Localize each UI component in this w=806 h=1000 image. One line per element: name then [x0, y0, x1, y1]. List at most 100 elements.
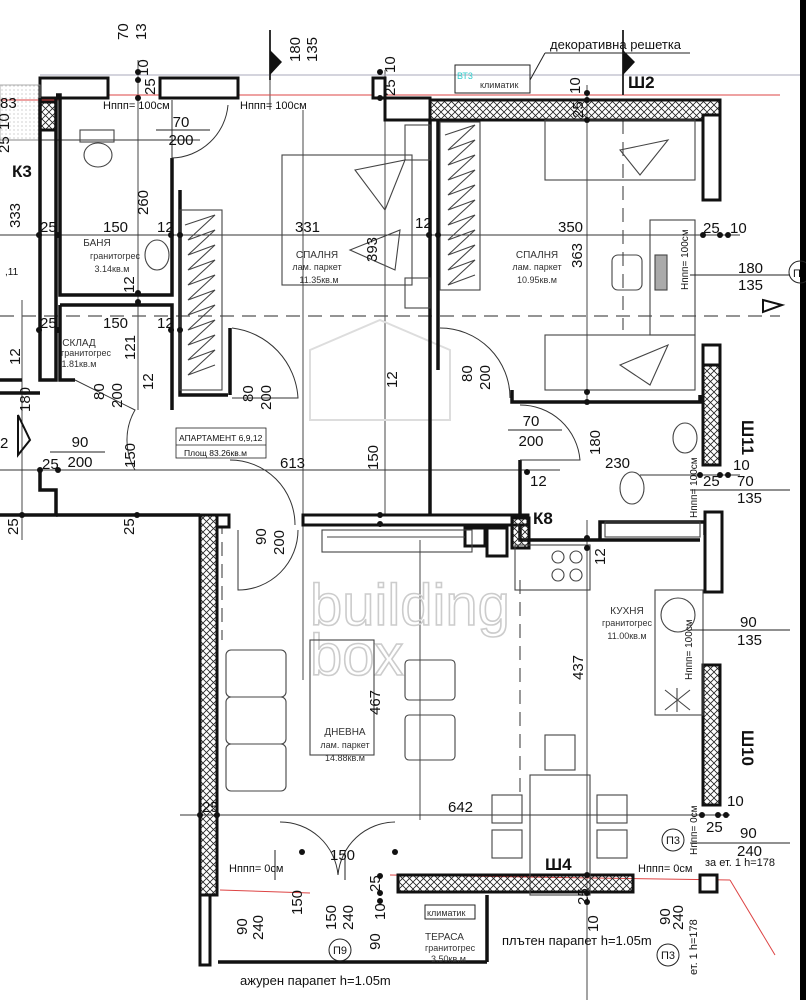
svg-text:25: 25	[42, 456, 59, 473]
svg-text:90: 90	[740, 614, 757, 631]
svg-text:90: 90	[72, 434, 89, 451]
svg-text:лам. паркет: лам. паркет	[512, 262, 561, 272]
svg-text:150: 150	[323, 905, 340, 930]
room-bathroom: БАНЯ гранитогрес 3.14кв.м	[83, 238, 140, 274]
apartment-title: АПАРТАМЕНТ 6,9,12	[179, 433, 263, 443]
svg-text:260: 260	[135, 190, 152, 215]
svg-text:180: 180	[587, 430, 604, 455]
svg-text:200: 200	[518, 433, 543, 450]
page-edge	[800, 0, 806, 1000]
svg-text:3.50кв.м: 3.50кв.м	[431, 954, 466, 964]
svg-text:25: 25	[5, 518, 22, 535]
svg-text:10.95кв.м: 10.95кв.м	[517, 275, 557, 285]
svg-text:393: 393	[364, 237, 381, 262]
svg-text:10: 10	[733, 457, 750, 474]
svg-text:1.81кв.м: 1.81кв.м	[62, 359, 97, 369]
svg-text:13: 13	[133, 23, 150, 40]
svg-text:14.88кв.м: 14.88кв.м	[325, 753, 365, 763]
svg-text:333: 333	[7, 203, 24, 228]
window-tag-p3b: П3	[661, 950, 675, 962]
room-storage: СКЛАД гранитогрес 1.81кв.м	[61, 338, 112, 369]
window-tags: П9 П3 П3 П	[328, 260, 806, 967]
room-kitchen: КУХНЯ гранитогрес 11.00кв.м	[602, 606, 653, 641]
svg-text:70: 70	[115, 23, 132, 40]
svg-text:Нппп= 0см: Нппп= 0см	[638, 863, 692, 875]
sill-height-labels: Нппп= 100см Нппп= 100см Нппп= 100см Нппп…	[103, 100, 700, 875]
watermark-building: building	[310, 573, 510, 638]
room-living: ДНЕВНА лам. паркет 14.88кв.м	[320, 727, 369, 763]
svg-text:Нппп= 0см: Нппп= 0см	[229, 863, 283, 875]
svg-text:467: 467	[367, 690, 384, 715]
svg-text:10: 10	[567, 77, 584, 94]
svg-text:80: 80	[240, 385, 257, 402]
svg-text:гранитогрес: гранитогрес	[90, 251, 141, 261]
svg-text:10: 10	[382, 56, 399, 73]
svg-text:25: 25	[703, 220, 720, 237]
svg-text:135: 135	[737, 632, 762, 649]
svg-text:12: 12	[530, 473, 547, 490]
svg-text:лам. паркет: лам. паркет	[320, 740, 369, 750]
svg-text:25: 25	[570, 101, 587, 118]
window-tag-p9: П9	[333, 945, 347, 957]
svg-text:70: 70	[173, 114, 190, 131]
svg-text:240: 240	[250, 915, 267, 940]
room-labels: БАНЯ гранитогрес 3.14кв.м СКЛАД гранитог…	[61, 238, 653, 964]
svg-text:25: 25	[40, 219, 57, 236]
svg-text:240: 240	[670, 905, 687, 930]
svg-text:25: 25	[142, 78, 159, 95]
svg-text:437: 437	[570, 655, 587, 680]
watermark-box: box	[310, 623, 404, 688]
svg-text:150: 150	[365, 445, 382, 470]
svg-text:80: 80	[459, 365, 476, 382]
svg-text:СПАЛНЯ: СПАЛНЯ	[296, 250, 338, 261]
svg-text:12: 12	[592, 548, 609, 565]
svg-text:12: 12	[121, 276, 138, 293]
svg-text:180: 180	[17, 387, 34, 412]
svg-text:10: 10	[730, 220, 747, 237]
svg-text:200: 200	[271, 530, 288, 555]
svg-text:25: 25	[40, 315, 57, 332]
svg-text:Нппп= 100см: Нппп= 100см	[240, 100, 307, 112]
svg-text:90: 90	[657, 908, 674, 925]
ac-unit-bottom-label: климатик	[427, 908, 465, 918]
svg-text:135: 135	[737, 490, 762, 507]
svg-text:Нппп= 0см: Нппп= 0см	[689, 805, 700, 855]
dimension-dots	[19, 69, 731, 905]
floor1-height-label-a: за ет. 1 h=178	[705, 857, 775, 869]
svg-text:Нппп= 100см: Нппп= 100см	[689, 457, 700, 518]
svg-text:200: 200	[109, 383, 126, 408]
svg-text:3.14кв.м: 3.14кв.м	[95, 264, 130, 274]
annotations: декоративна решетка климатик ВТ3 климати…	[240, 37, 775, 988]
axis-label-k3: К3	[12, 162, 32, 181]
svg-text:10: 10	[0, 113, 13, 130]
apartment-area: Площ 83.26кв.м	[184, 448, 247, 458]
svg-text:11.35кв.м: 11.35кв.м	[299, 275, 338, 285]
svg-text:12: 12	[384, 371, 401, 388]
svg-text:25: 25	[703, 473, 720, 490]
svg-text:2: 2	[0, 435, 8, 452]
room-bedroom-1: СПАЛНЯ лам. паркет 11.35кв.м	[292, 250, 341, 285]
svg-text:150: 150	[289, 890, 306, 915]
svg-text:150: 150	[103, 315, 128, 332]
svg-text:240: 240	[340, 905, 357, 930]
svg-text:10: 10	[727, 793, 744, 810]
svg-text:90: 90	[367, 933, 384, 950]
svg-text:180: 180	[287, 37, 304, 62]
svg-text:Нппп= 100см: Нппп= 100см	[103, 100, 170, 112]
svg-text:90: 90	[253, 528, 270, 545]
svg-text:135: 135	[738, 277, 763, 294]
svg-text:200: 200	[477, 365, 494, 390]
svg-text:135: 135	[304, 37, 321, 62]
svg-text:25: 25	[382, 79, 399, 96]
svg-text:331: 331	[295, 219, 320, 236]
svg-text:11.00кв.м: 11.00кв.м	[607, 631, 646, 641]
svg-text:,11: ,11	[5, 267, 19, 278]
svg-text:ТЕРАСА: ТЕРАСА	[425, 932, 464, 943]
svg-text:350: 350	[558, 219, 583, 236]
grid-lines	[0, 30, 800, 1000]
svg-text:200: 200	[258, 385, 275, 410]
svg-text:БАНЯ: БАНЯ	[83, 238, 110, 249]
svg-text:70: 70	[737, 473, 754, 490]
svg-text:гранитогрес: гранитогрес	[602, 618, 653, 628]
